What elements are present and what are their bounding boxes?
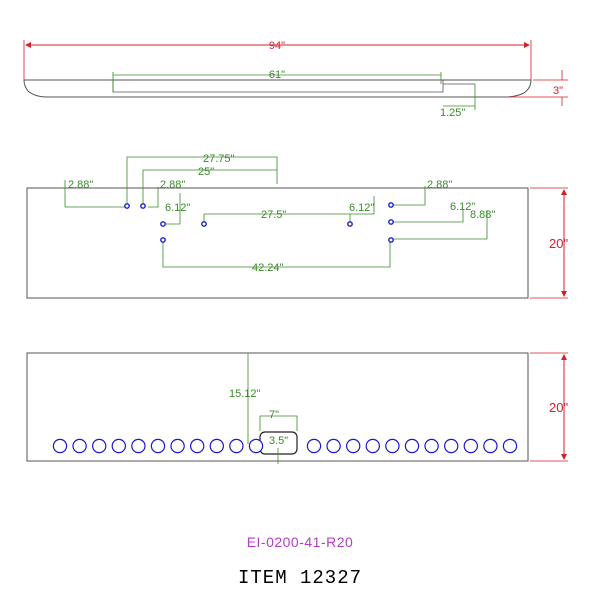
top-view-outline (23, 79, 532, 98)
bottom-view-plate (26, 352, 529, 462)
hole (140, 203, 146, 209)
middle-height-dimension: 20" (530, 187, 568, 299)
edge-offset-dimension: 1.25" (440, 84, 476, 119)
hole (388, 202, 394, 208)
label-7: 7" (269, 409, 279, 421)
label-27-75: 27.75" (203, 153, 235, 165)
light-opening (326, 438, 341, 454)
hole (388, 219, 394, 225)
light-opening (483, 438, 498, 454)
mounting-holes (124, 202, 394, 243)
label-6-12-center: 6.12" (349, 202, 374, 214)
light-opening (229, 438, 244, 454)
overall-width-dimension: 94" (23, 40, 532, 80)
middle-view: 27.75" 25" 2.88" 2.88" 6.12" 27.5" 6.12"… (26, 153, 568, 299)
top-height-dimension: 3" (508, 70, 568, 106)
label-61: 61" (269, 69, 285, 81)
hole (160, 221, 166, 227)
light-opening (463, 438, 478, 454)
label-8-88-right: 8.88" (470, 209, 495, 221)
light-opening (72, 438, 87, 454)
hole (124, 203, 130, 209)
light-opening (91, 438, 107, 454)
top-view-recess (112, 80, 475, 93)
label-15-12: 15.12" (229, 388, 261, 400)
light-opening (444, 438, 459, 454)
light-opening (52, 438, 68, 454)
label-42-24: 42.24" (252, 262, 284, 274)
light-opening (111, 438, 127, 454)
hole (388, 237, 394, 243)
label-94: 94" (269, 40, 285, 52)
hole (160, 237, 166, 243)
light-opening (189, 438, 205, 454)
hole (201, 221, 207, 227)
light-opening (385, 438, 400, 454)
light-opening (404, 438, 420, 454)
light-opening (365, 438, 380, 454)
light-opening (248, 438, 264, 454)
item-number: ITEM 12327 (237, 567, 363, 589)
label-20-bottom: 20" (549, 400, 568, 415)
top-view: 94" 61" 3" 1.25" (23, 40, 568, 119)
middle-green-dimensions (64, 156, 488, 268)
label-27-5: 27.5" (261, 209, 286, 221)
label-2-88-left-a: 2.88" (68, 179, 93, 191)
label-25: 25" (198, 166, 214, 178)
label-20-middle: 20" (549, 236, 568, 251)
label-2-88-right: 2.88" (427, 179, 452, 191)
inner-span-dimension: 61" (112, 69, 442, 92)
bottom-height-dimension: 20" (530, 352, 568, 462)
light-opening (209, 438, 224, 454)
label-2-88-left-b: 2.88" (160, 179, 185, 191)
part-number: EI-0200-41-R20 (246, 534, 354, 550)
light-opening (170, 438, 185, 454)
light-opening (150, 438, 166, 454)
light-opening (502, 438, 518, 454)
light-opening (306, 438, 322, 454)
light-opening (131, 438, 146, 454)
light-opening (424, 438, 439, 454)
label-6-12-right: 6.12" (450, 201, 475, 213)
label-3: 3" (553, 85, 563, 97)
light-row (52, 438, 518, 454)
middle-view-plate (26, 187, 529, 299)
bottom-view: 15.12" 7" 3.5" 20" (26, 352, 568, 464)
hole (347, 221, 353, 227)
light-opening (346, 438, 361, 454)
label-6-12-left: 6.12" (165, 202, 190, 214)
label-1-25: 1.25" (440, 107, 465, 119)
label-3-5: 3.5" (269, 435, 288, 447)
